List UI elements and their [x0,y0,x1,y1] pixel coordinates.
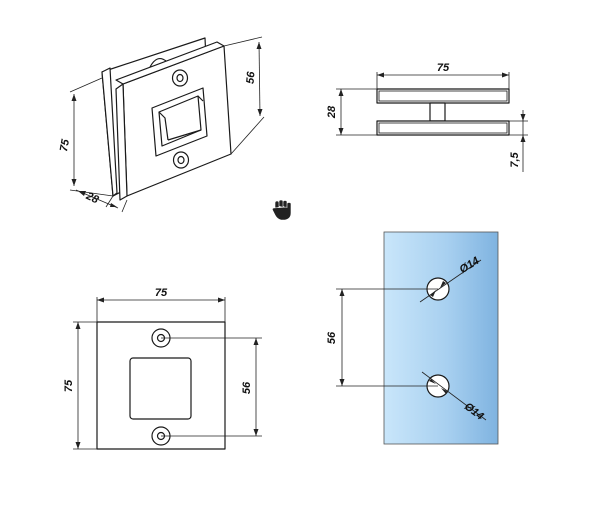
glass-view: Ø14 Ø14 56 [326,231,499,445]
hand-grab-icon [272,199,292,221]
glass-panel [383,231,499,445]
iso-height-label: 75 [58,138,72,153]
iso-side-label: 56 [245,70,258,84]
front-view: 75 75 56 [63,287,262,450]
side-width-label: 75 [437,62,450,74]
front-hole-spacing-label: 56 [241,381,253,394]
side-height-label: 28 [326,105,338,119]
side-plate-label: 7,5 [509,151,521,167]
side-view: 75 28 7,5 [326,62,528,172]
front-width-label: 75 [155,287,168,299]
iso-depth-label: 28 [83,190,101,207]
glass-hole-spacing-label: 56 [326,331,338,344]
iso-view: 75 56 28 [58,36,265,213]
front-height-label: 75 [63,379,75,392]
